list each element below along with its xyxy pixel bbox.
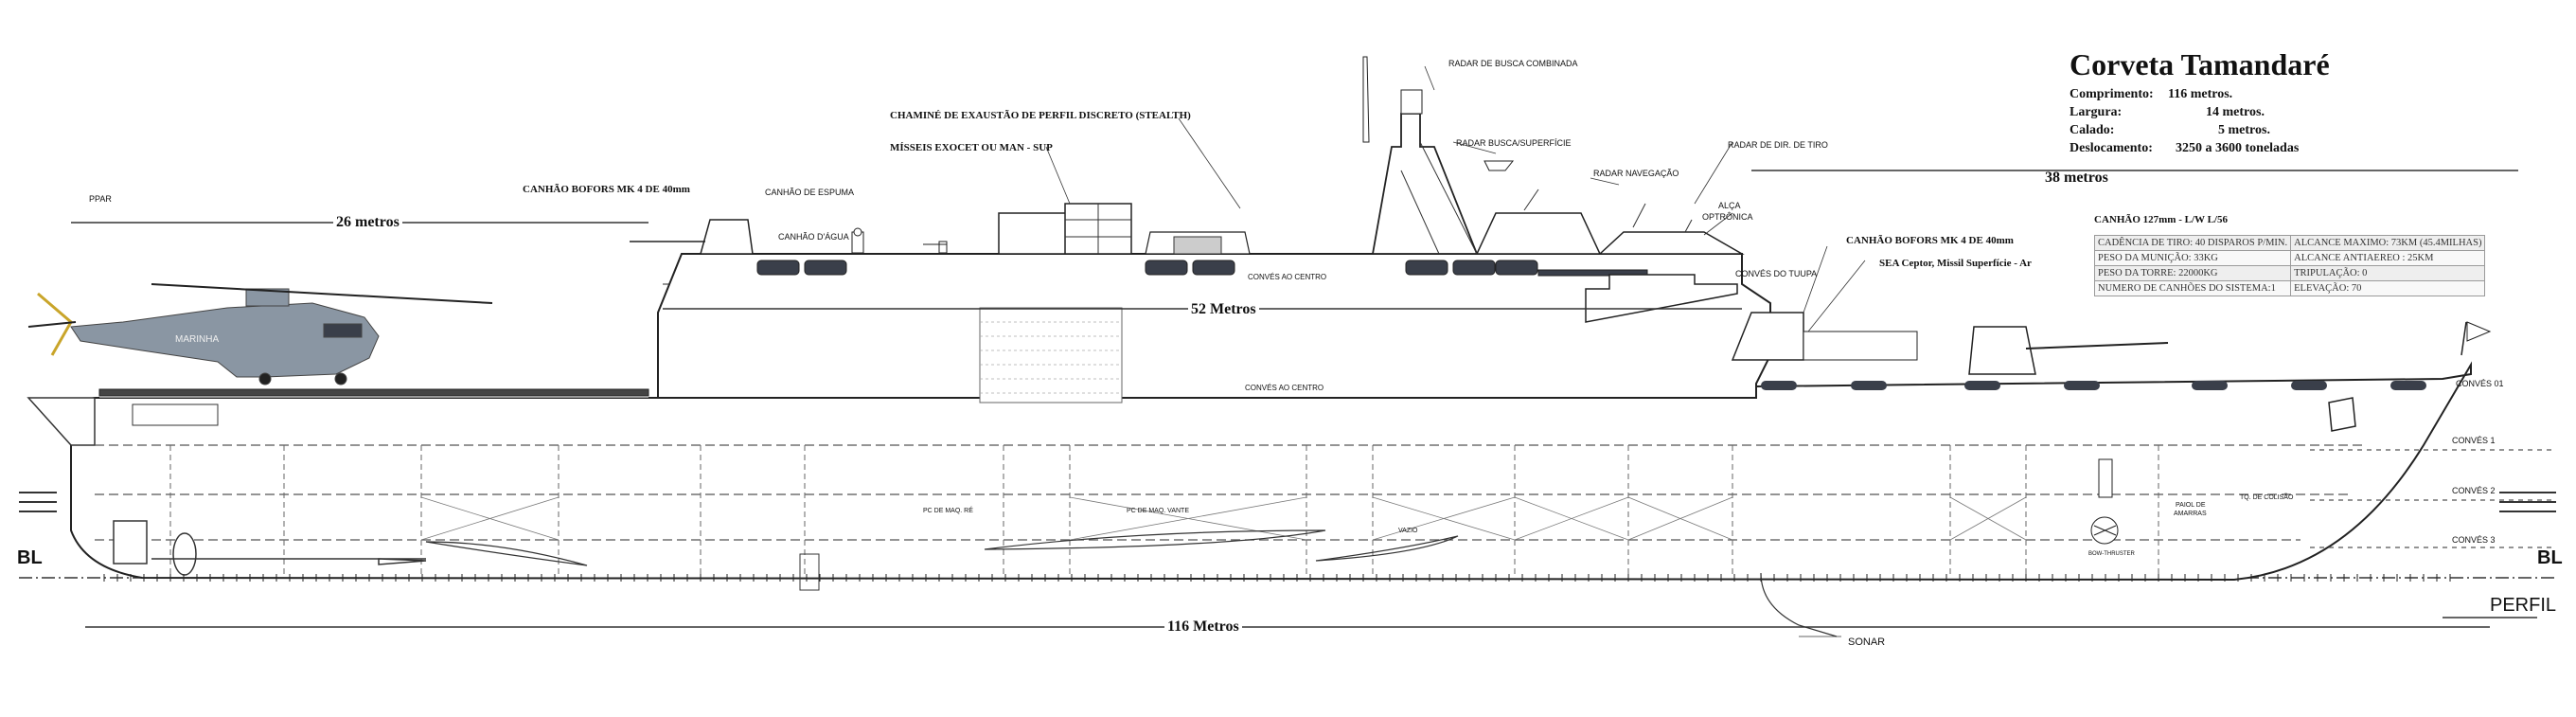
- dim-superstructure: 52 Metros: [1188, 301, 1259, 318]
- helideck-hangar-rail: [99, 396, 648, 398]
- funnel-grid: [1065, 204, 1131, 254]
- spec-displacement-label: Deslocamento:: [2070, 141, 2153, 155]
- keel-ticks: [103, 574, 2451, 582]
- hangar-door-hatch: [979, 307, 1123, 403]
- spec-length-label: Comprimento:: [2070, 87, 2154, 101]
- weapon-table-caption: CANHÃO 127mm - L/W L/56: [2094, 214, 2228, 225]
- deck-1-label: CONVÉS 1: [2452, 436, 2496, 445]
- spec-width-value: 14 metros.: [2206, 105, 2265, 119]
- void-label: VAZIO: [1398, 528, 1418, 534]
- combined-radar-label: RADAR DE BUSCA COMBINADA: [1448, 59, 1578, 68]
- funnel-label: CHAMINÉ DE EXAUSTÃO DE PERFIL DISCRETO (…: [890, 110, 1191, 121]
- engine-room-fwd-label: PC DE MAQ. VANTE: [1127, 508, 1189, 514]
- helicopter: [27, 283, 493, 385]
- spec-width-label: Largura:: [2070, 105, 2123, 119]
- jack: [2466, 321, 2492, 342]
- bow-thruster-label: BOW-THRUSTER: [2088, 551, 2135, 557]
- helideck: [98, 388, 649, 397]
- mast-pole: [1362, 56, 1370, 143]
- ppar-label: PPAR: [89, 194, 112, 204]
- main-gun-barrel: [2025, 342, 2169, 350]
- propeller-rudder: [113, 520, 427, 576]
- bl-right: BL: [2537, 547, 2563, 568]
- dim-helideck: 26 metros: [333, 214, 402, 231]
- deck-01-label: CONVÉS 01: [2456, 379, 2504, 388]
- main-gun-turret: [1968, 326, 2036, 375]
- sonar-label: SONAR: [1848, 636, 1886, 648]
- perfil-label: PERFIL: [2490, 595, 2557, 616]
- bridge: [1475, 212, 1602, 255]
- table-cell: PESO DA TORRE: 22000KG: [2093, 265, 2292, 281]
- table-cell: ELEVAÇÃO: 70: [2290, 280, 2486, 296]
- fire-radar-label: RADAR DE DIR. DE TIRO: [1728, 140, 1828, 150]
- vls-cells: [1803, 331, 1918, 361]
- deck-center-label: CONVÉS AO CENTRO: [1245, 384, 1324, 392]
- bofors-aft-label: CANHÃO BOFORS MK 4 DE 40mm: [523, 184, 690, 195]
- optronic-label-1: ALÇA: [1718, 201, 1741, 210]
- boat: [132, 403, 219, 426]
- spec-draft-label: Calado:: [2070, 123, 2115, 137]
- dim-overall: 116 Metros: [1164, 618, 1242, 636]
- table-cell: NUMERO DE CANHÕES DO SISTEMA:1: [2093, 280, 2292, 296]
- table-cell: ALCANCE ANTIAEREO : 25KM: [2290, 250, 2486, 266]
- bulkheads: [169, 445, 2159, 578]
- shaft-bracket: [799, 553, 820, 591]
- hangar-door-pattern: [980, 321, 1122, 394]
- window-strips: [756, 260, 1648, 277]
- spec-draft-value: 5 metros.: [2218, 123, 2270, 137]
- ammo-store-label-1: PAIOL DE: [2176, 502, 2206, 509]
- bow-deckhouse: [1585, 274, 1738, 323]
- bow-thruster: [2090, 458, 2119, 545]
- table-cell: CADÊNCIA DE TIRO: 40 DISPAROS P/MIN.: [2093, 235, 2292, 251]
- hull-stern-flair: [27, 397, 96, 446]
- weapon-table: CADÊNCIA DE TIRO: 40 DISPAROS P/MIN.ALCA…: [2093, 235, 2486, 296]
- sea-ceptor-label: SEA Ceptor, Missil Superfície - Ar: [1879, 258, 2032, 269]
- boat-stack: [1173, 236, 1222, 255]
- bofors-aft-turret: [630, 219, 754, 255]
- deck-3-label: CONVÉS 3: [2452, 535, 2496, 545]
- bl-left: BL: [17, 547, 43, 568]
- bofors-fwd-label: CANHÃO BOFORS MK 4 DE 40mm: [1846, 235, 2014, 246]
- tujupa-deck-label: CONVÉS DO TUUPA: [1735, 269, 1818, 278]
- missile-launcher: [998, 212, 1075, 255]
- ammo-store-label-2: AMARRAS: [2174, 511, 2207, 517]
- portholes: [1761, 381, 2426, 390]
- void-compartments: [420, 496, 2027, 541]
- missiles-label: MÍSSEIS EXOCET OU MAN - SUP: [890, 142, 1053, 153]
- foam-cannon-label: CANHÃO DE ESPUMA: [765, 188, 855, 197]
- table-row: CADÊNCIA DE TIRO: 40 DISPAROS P/MIN.ALCA…: [2093, 235, 2486, 251]
- engine-room-aft-label: PC DE MAQ. RÉ: [923, 508, 973, 514]
- forward-superstructure: [1598, 231, 1745, 255]
- table-cell: ALCANCE MAXIMO: 73KM (45.4MILHAS): [2290, 235, 2486, 251]
- page-title: Corveta Tamandaré: [2070, 47, 2330, 81]
- deck-center-upper-label: CONVÉS AO CENTRO: [1248, 273, 1327, 281]
- spec-length-value: 116 metros.: [2168, 87, 2233, 101]
- hull-outline: [70, 354, 2472, 582]
- surface-radar: [1483, 160, 1515, 171]
- bridge-details: [1400, 141, 1693, 255]
- collision-tank-label: TQ. DE COLISÃO: [2240, 494, 2294, 501]
- table-cell: TRIPULAÇÃO: 0: [2290, 265, 2486, 281]
- helicopter-marking: MARINHA: [175, 334, 220, 345]
- water-cannon-label: CANHÃO D'ÁGUA: [778, 232, 849, 242]
- nav-radar-label: RADAR NAVEGAÇÃO: [1593, 169, 1679, 178]
- combined-radar: [1400, 89, 1423, 115]
- deck-2-label: CONVÉS 2: [2452, 486, 2496, 495]
- leader-lines: [1045, 65, 1866, 637]
- optronic-label-2: OPTRÔNICA: [1702, 212, 1753, 222]
- water-cannons: [851, 227, 948, 254]
- surface-radar-label: RADAR BUSCA/SUPERFÍCIE: [1456, 138, 1572, 148]
- spec-displacement-value: 3250 a 3600 toneladas: [2176, 141, 2300, 155]
- jackstaff: [2461, 321, 2467, 356]
- main-mast: [1371, 113, 1479, 255]
- anchor-hawse: [2328, 397, 2356, 432]
- dim-bow: 38 metros: [2045, 170, 2108, 186]
- table-cell: PESO DA MUNIÇÃO: 33KG: [2093, 250, 2292, 266]
- hangar-block: [657, 253, 1771, 399]
